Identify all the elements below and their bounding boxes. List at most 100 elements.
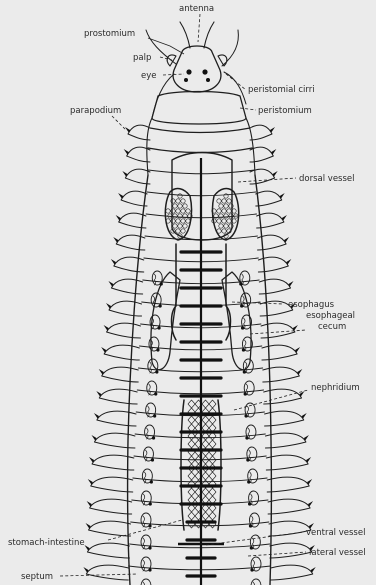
- intestine-cell: [209, 512, 216, 520]
- intestine-cell: [188, 440, 195, 448]
- parapodium-left: [87, 543, 129, 558]
- parapodium-cirrus-left: [88, 479, 93, 485]
- intestine-cell: [188, 512, 195, 520]
- parapodium-cirrus-right: [286, 259, 291, 265]
- nephridium-right: [244, 381, 255, 396]
- intestine-cell: [202, 512, 209, 520]
- parapodium-cirrus-left: [124, 149, 129, 155]
- jaw-cell: [173, 214, 177, 218]
- jaw-cell: [222, 229, 226, 233]
- parapodium-cirrus-right: [302, 413, 307, 419]
- parapodium-cirrus-right: [307, 479, 312, 485]
- jaw-cell: [222, 199, 226, 203]
- jaw-cell: [217, 219, 221, 223]
- jaw-cell: [186, 219, 190, 223]
- jaw-cell: [227, 199, 231, 203]
- leader-dorsal-vessel: [238, 178, 296, 182]
- cirrus-right-long: [222, 30, 238, 66]
- parapodium-right: [270, 543, 312, 558]
- parapodium-right: [263, 367, 300, 382]
- parapodium-cirrus-right: [311, 567, 316, 573]
- intestine-cell: [202, 400, 209, 408]
- parapodium-cirrus-left: [113, 237, 118, 243]
- jaw-cell: [227, 219, 231, 223]
- jaw-cell: [217, 229, 221, 233]
- antenna-right: [204, 22, 214, 48]
- parapodium-cirrus-left: [84, 545, 89, 551]
- parapodium-cirrus-right: [308, 501, 313, 507]
- parapodium-cirrus-right: [284, 237, 289, 243]
- jaw-cell: [181, 229, 185, 233]
- parapodium-cirrus-right: [297, 369, 302, 375]
- parapodium-left: [91, 477, 133, 492]
- label-antenna: antenna: [179, 4, 214, 14]
- nephridium-left: [141, 579, 152, 585]
- body-segments: [128, 170, 270, 570]
- nephridium-right: [250, 557, 261, 572]
- jaw-cell: [217, 209, 221, 213]
- parapodium-cirrus-left: [118, 193, 123, 199]
- parapodium-cirrus-left: [89, 457, 94, 463]
- parapodium-right: [250, 125, 272, 140]
- intestine-cell: [188, 472, 195, 480]
- parapodium-cirrus-right: [280, 193, 285, 199]
- eye-left-2: [184, 78, 188, 82]
- intestine-cell: [188, 488, 195, 496]
- intestine-left-wall: [181, 400, 184, 530]
- jaw-cell: [186, 209, 190, 213]
- jaw-cell: [224, 224, 228, 228]
- intestine-cell: [188, 400, 195, 408]
- parapodium-cirrus-left: [86, 523, 91, 529]
- parapodium-cirrus-left: [83, 567, 88, 573]
- label-nephridium: nephridium: [311, 383, 360, 393]
- parapodium-left: [121, 191, 147, 206]
- parapodium-cirrus-left: [94, 413, 99, 419]
- jaw-cell: [178, 204, 182, 208]
- parapodium-left: [111, 279, 142, 294]
- jaw-cell: [176, 199, 180, 203]
- parapodium-cirrus-right: [293, 325, 298, 331]
- parapodium-left: [104, 345, 139, 360]
- parapodium-right: [250, 169, 275, 184]
- parapodium-right: [262, 345, 297, 360]
- leader-parapodium: [112, 116, 126, 130]
- parapodia-group: [83, 125, 315, 580]
- intestine-cell: [188, 416, 195, 424]
- parapodium-cirrus-left: [125, 127, 130, 133]
- jaw-cell: [222, 219, 226, 223]
- intestine-cell: [202, 488, 209, 496]
- jaw-cell: [176, 219, 180, 223]
- intestine-cell: [209, 400, 216, 408]
- parapodium-left: [114, 257, 144, 272]
- nephridium-left: [146, 403, 157, 418]
- nephridium-left: [145, 425, 156, 440]
- parapodium-right: [261, 323, 295, 338]
- label-dorsal-vessel: dorsal vessel: [299, 174, 355, 184]
- parapodium-right: [268, 499, 310, 514]
- label-lateral-vessel: lateral vessel: [309, 548, 366, 558]
- label-stomach-intestine: stomach-intestine: [8, 538, 85, 548]
- intestine-cell: [202, 472, 209, 480]
- jaw-cell: [183, 204, 187, 208]
- nephridium-left: [141, 491, 152, 506]
- cirrus-right-lower: [224, 72, 246, 104]
- parapodium-cirrus-left: [101, 347, 106, 353]
- label-ventral-vessel: ventral vessel: [306, 528, 365, 538]
- leader-antenna: [198, 14, 200, 42]
- parapodium-left: [89, 521, 131, 536]
- parapodium-right: [264, 389, 302, 404]
- prostomium-shape: [173, 46, 221, 92]
- jaw-cell: [173, 224, 177, 228]
- intestine-cell: [209, 488, 216, 496]
- nephridium-right: [250, 535, 261, 550]
- leader-peristomial-cirri: [226, 74, 246, 90]
- parapodium-cirrus-right: [273, 171, 278, 177]
- jaw-cell: [166, 209, 170, 213]
- parapodium-cirrus-left: [96, 391, 101, 397]
- parapodium-cirrus-right: [271, 149, 276, 155]
- leader-peristomium: [240, 108, 256, 110]
- parapodium-cirrus-right: [295, 347, 300, 353]
- parapodium-right: [259, 279, 290, 294]
